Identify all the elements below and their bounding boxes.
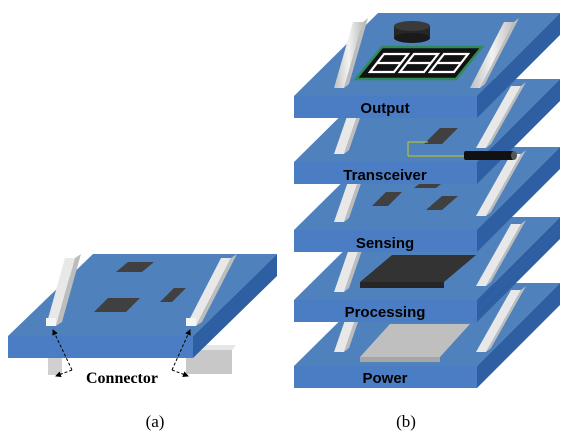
connector-arrow-left-2: [55, 369, 73, 378]
chip-small-top: [116, 262, 154, 272]
panel-a: Connector (a): [8, 254, 277, 431]
board-front: [8, 336, 193, 358]
lower-connector-left: [48, 355, 62, 375]
layer-label-output: Output: [360, 100, 409, 117]
seven-segment-display: [353, 45, 485, 81]
chip-right: [160, 288, 186, 302]
connector-arrow-right-2: [171, 369, 189, 378]
connector-left: [46, 254, 81, 326]
connector-right: [186, 254, 237, 326]
panel-b: Power Processing: [294, 13, 560, 431]
layer-label-processing: Processing: [345, 304, 426, 321]
chip-large: [94, 298, 140, 312]
board-side: [193, 254, 277, 358]
layer-processing: Processing: [294, 217, 560, 322]
connector-label: Connector: [86, 370, 158, 387]
caption-a: (a): [146, 412, 165, 431]
layer-label-transceiver: Transceiver: [343, 167, 427, 184]
sensor-chip-3: [426, 196, 458, 210]
battery-block: [360, 324, 470, 357]
antenna: [464, 151, 514, 160]
layer-output: Output: [294, 13, 560, 118]
caption-b: (b): [396, 412, 416, 431]
layer-label-power: Power: [362, 370, 407, 387]
buzzer: [394, 21, 430, 43]
layer-label-sensing: Sensing: [356, 235, 414, 252]
connector-arrow-right: [171, 329, 191, 371]
sensor-chip-1: [372, 192, 402, 206]
antenna-wire: [407, 141, 428, 156]
transceiver-chip: [424, 128, 458, 144]
processor-chip: [360, 255, 476, 282]
connector-arrow-left: [52, 329, 73, 371]
